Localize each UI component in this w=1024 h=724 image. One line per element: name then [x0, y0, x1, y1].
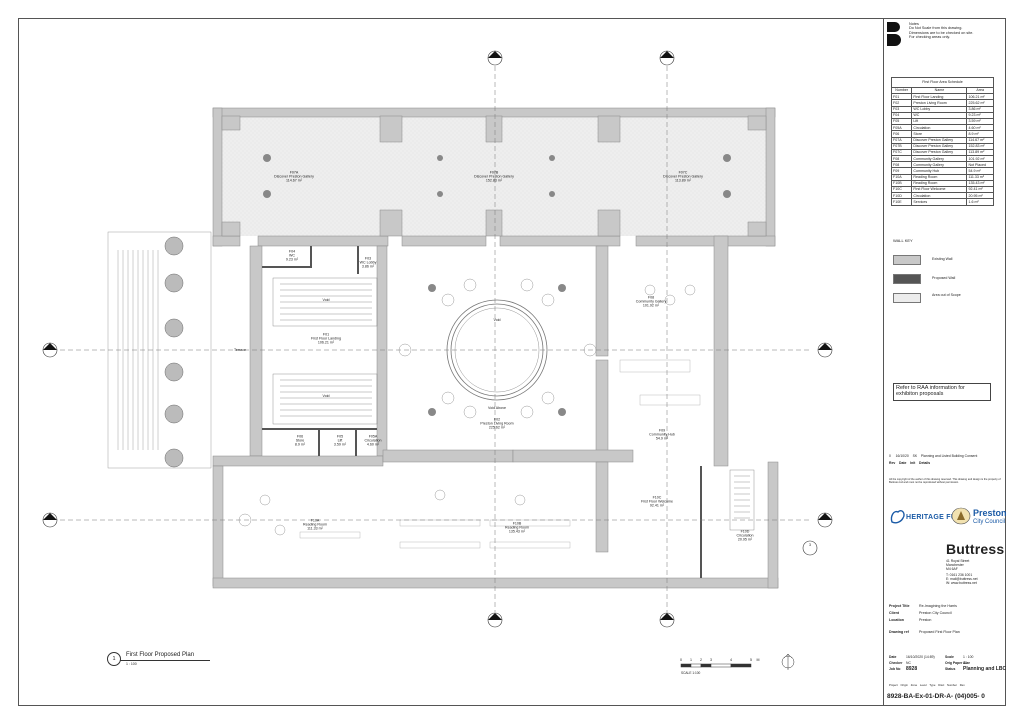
sheet-border	[18, 18, 1006, 706]
grid-marker-a-bottom: A	[493, 612, 497, 617]
practice-name: Buttress	[946, 541, 1005, 557]
scale-tick-0: 0	[680, 657, 682, 662]
preston-logo-sub: City Council	[973, 519, 1006, 525]
wall-key-swatch-out-of-scope	[893, 293, 921, 303]
buttress-logo-icon	[887, 22, 901, 46]
preston-logo-text: Preston	[973, 508, 1007, 518]
columns	[263, 154, 731, 416]
project-labels: Project Title Client Location	[889, 604, 910, 622]
scale-unit: M	[756, 657, 760, 662]
grid-marker-1: 1	[49, 342, 51, 347]
existing-walls	[212, 107, 779, 589]
revision-row: 0 16/10/20 SK Planning and Listed Buildi…	[889, 454, 978, 458]
copyright-note: All the copyright of the author of this …	[889, 478, 1001, 484]
grid-marker-b-bottom: B	[665, 612, 669, 617]
document-number: 8928-BA-Ex-01-DR-A- (04)005- 0	[887, 693, 985, 700]
north-arrow	[781, 653, 795, 670]
wall-key-swatch-proposed	[893, 274, 921, 284]
grid-marker-2: 2	[49, 512, 51, 517]
terrace-label: Terrace	[234, 347, 246, 352]
meta-values-right: 1 : 100 A1 Planning and LBC	[963, 655, 1007, 672]
furniture	[238, 278, 696, 536]
grid-lines	[60, 66, 810, 612]
grid-marker-1-right: 1	[824, 342, 826, 347]
void-label-stair-1: Void	[322, 297, 330, 302]
title-block	[883, 18, 1006, 706]
plan-number: 1	[107, 652, 121, 666]
scale-tick-2: 2	[700, 657, 702, 662]
notes: Notes Do Not Scale from this drawing. Di…	[909, 22, 974, 40]
heritage-fund-logo-icon	[890, 509, 905, 524]
wall-key-title: WALL KEY	[893, 238, 913, 243]
heritage-fund-text: HERITAGE FUND	[906, 514, 967, 521]
practice-address: 41 Royal Street Manchester M4 6AF T: 016…	[946, 559, 978, 585]
void-label-stair-2: Void	[322, 393, 330, 398]
scale-bar	[680, 663, 752, 668]
area-schedule-table: First Floor Area Schedule Number Name Ar…	[890, 77, 994, 206]
schedule-title: First Floor Area Schedule	[891, 77, 994, 88]
grid-marker-3: 3	[809, 542, 811, 547]
meta-values-left: 16/10/2020 (14:89) NC 8928	[906, 655, 935, 672]
revision-headers: Rev Date Init Details	[889, 461, 931, 465]
plan-scale: 1 : 100	[126, 662, 137, 666]
terrace-columns	[164, 236, 184, 468]
drawing-label: Drawing ref	[889, 630, 909, 634]
wall-key-label-existing: Existing Wall	[932, 257, 953, 261]
scale-tick-4: 4	[730, 657, 732, 662]
stairs	[272, 277, 755, 531]
docno-fields: Project Origin Zone Level Type Disci Num…	[889, 683, 965, 687]
grid-marker-2-right: 2	[824, 512, 826, 517]
plan-title-rule	[120, 660, 210, 661]
void-label-central: Void	[493, 317, 501, 322]
meta-labels-left: Date Checker Job No	[889, 655, 903, 671]
void-above-label: Void Above	[488, 405, 506, 410]
preston-crest-icon	[951, 507, 971, 525]
proposed-walls	[262, 246, 702, 578]
scale-bar-label: SCALE 1:100	[681, 671, 701, 675]
wall-key-label-out-of-scope: Area out of Scope	[932, 293, 961, 297]
wall-key-label-proposed: Proposed Wall	[932, 276, 956, 280]
meta-labels-right: Scale Orig Paper Size Status	[945, 655, 971, 671]
wall-key-swatch-existing	[893, 255, 921, 265]
scale-tick-1: 1	[690, 657, 692, 662]
plan-title: First Floor Proposed Plan	[126, 652, 195, 658]
grid-marker-b: B	[665, 50, 669, 55]
raa-note: Refer to RAA information for exhibiton p…	[893, 383, 991, 401]
scale-tick-3: 3	[710, 657, 712, 662]
drawing-title: Proposed First Floor Plan	[919, 630, 960, 634]
grid-marker-a: A	[493, 50, 497, 55]
scale-tick-5: 5	[750, 657, 752, 662]
project-values: Re-Imagining the Harris Preston City Cou…	[919, 604, 957, 622]
grid-arrows	[43, 51, 832, 620]
